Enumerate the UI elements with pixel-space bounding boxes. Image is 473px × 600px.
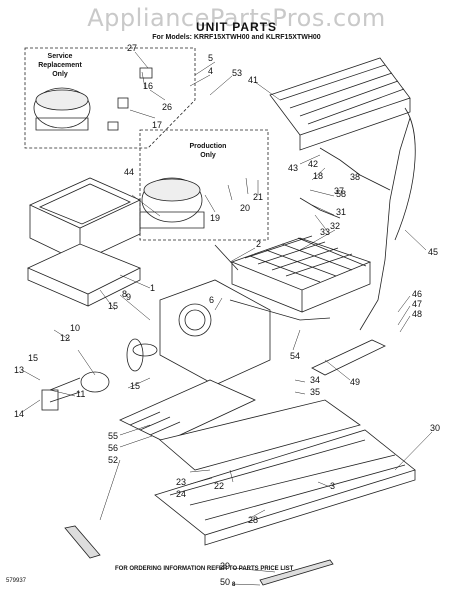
callout-37: 37 <box>334 186 345 196</box>
models-subtitle: For Models: KRRF15XTWH00 and KLRF15XTWH0… <box>152 34 321 41</box>
callout-38: 38 <box>350 172 361 182</box>
drain-pan <box>29 177 141 263</box>
service-replacement-box <box>24 47 196 149</box>
callout-1: 1 <box>150 283 156 293</box>
callout-15: 15 <box>28 353 39 363</box>
callout-26: 26 <box>162 102 173 112</box>
callout-8: 8 <box>122 289 128 299</box>
fan-shroud <box>159 279 271 386</box>
callout-42: 42 <box>308 159 319 169</box>
callout-41: 41 <box>248 75 259 85</box>
callout-27: 27 <box>127 43 138 53</box>
callout-56: 56 <box>108 443 119 453</box>
footer-page-number: 8 <box>232 582 236 588</box>
bar-50 <box>259 559 334 586</box>
callout-13: 13 <box>14 365 25 375</box>
callout-15: 15 <box>108 301 119 311</box>
callout-43: 43 <box>288 163 299 173</box>
callout-23: 23 <box>176 477 187 487</box>
callout-46: 46 <box>412 289 423 299</box>
production-box-line2: Only <box>200 152 216 159</box>
callout-47: 47 <box>412 299 423 309</box>
watermark: AppliancePartsPros.com <box>87 4 386 32</box>
callout-15: 15 <box>130 381 141 391</box>
rail <box>311 339 386 376</box>
callout-6: 6 <box>209 295 215 305</box>
callout-31: 31 <box>336 207 347 217</box>
callout-29: 29 <box>220 561 231 571</box>
footer-ordering-info: FOR ORDERING INFORMATION REFER TO PARTS … <box>115 566 294 572</box>
callout-18: 18 <box>313 171 324 181</box>
callout-12: 12 <box>60 333 71 343</box>
callout-9: 9 <box>126 292 132 302</box>
callout-2: 2 <box>256 239 262 249</box>
base-pan <box>159 399 361 471</box>
callout-28: 28 <box>248 515 259 525</box>
callout-45: 45 <box>428 247 439 257</box>
relay-part <box>139 67 153 79</box>
callout-20: 20 <box>240 203 251 213</box>
drain-base <box>27 243 141 307</box>
base-frame <box>154 429 416 546</box>
tube-45 <box>359 117 411 331</box>
callout-5: 5 <box>208 53 214 63</box>
callout-16: 16 <box>143 81 154 91</box>
condenser-coil <box>269 57 411 151</box>
callout-54: 54 <box>290 351 301 361</box>
diagram-title: UNIT PARTS <box>195 20 278 34</box>
callout-19: 19 <box>210 213 221 223</box>
callout-44: 44 <box>124 167 135 177</box>
callout-30: 30 <box>430 423 441 433</box>
callout-53: 53 <box>232 68 243 78</box>
callout-49: 49 <box>350 377 361 387</box>
callout-58: 58 <box>336 189 347 199</box>
callout-14: 14 <box>14 409 25 419</box>
footer-code: 579937 <box>6 578 27 584</box>
callout-4: 4 <box>208 66 214 76</box>
callout-50: 50 <box>220 577 231 587</box>
compressor-service <box>33 87 91 131</box>
strap <box>64 525 101 559</box>
callout-52: 52 <box>108 455 119 465</box>
callout-10: 10 <box>70 323 81 333</box>
callout-34: 34 <box>310 375 321 385</box>
callout-33: 33 <box>320 227 331 237</box>
production-box-line1: Production <box>189 143 227 150</box>
callout-55: 55 <box>108 431 119 441</box>
callout-22: 22 <box>214 481 225 491</box>
callout-21: 21 <box>253 192 264 202</box>
callout-48: 48 <box>412 309 423 319</box>
service-box-line2: Only <box>52 71 68 78</box>
service-box-label: Service Replacement Only <box>30 52 90 79</box>
overload-part <box>117 97 129 109</box>
fan-motor <box>41 371 110 411</box>
production-box-label: Production Only <box>186 142 230 160</box>
service-box-line1: Service Replacement <box>38 53 82 69</box>
fan-blade <box>126 338 158 372</box>
callout-17: 17 <box>152 120 163 130</box>
callout-24: 24 <box>176 489 187 499</box>
compressor-production <box>139 177 205 229</box>
evaporator-coil <box>230 235 372 313</box>
callout-32: 32 <box>330 221 341 231</box>
callout-35: 35 <box>310 387 321 397</box>
callout-11: 11 <box>76 389 86 399</box>
callout-3: 3 <box>330 481 336 491</box>
